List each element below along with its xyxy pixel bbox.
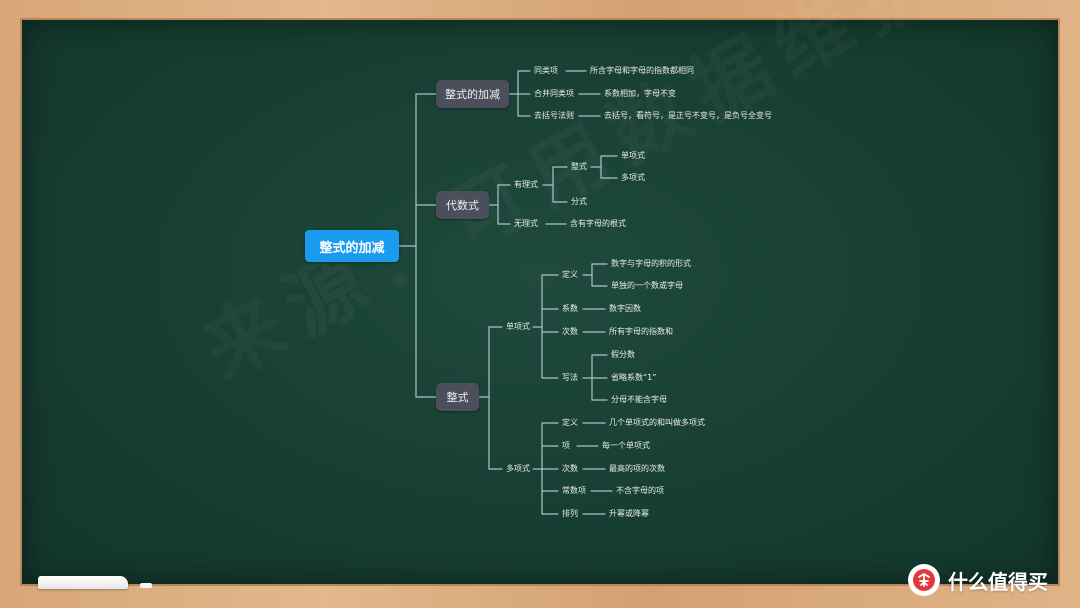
node-dan-dingyi-b[interactable]: 单独的一个数或字母 (611, 281, 683, 290)
chalk-piece (140, 583, 152, 588)
node-duo-dingyi[interactable]: 定义 (562, 418, 578, 427)
node-duo-pailie-desc[interactable]: 升幂或降幂 (609, 509, 649, 518)
node-dan-xishu[interactable]: 系数 (562, 304, 578, 313)
node-duo-xiang[interactable]: 项 (562, 441, 570, 450)
node-dan-xiefa-a[interactable]: 假分数 (611, 350, 635, 359)
node-dan-dingyi-a[interactable]: 数字与字母的积的形式 (611, 259, 691, 268)
node-dan-cishu[interactable]: 次数 (562, 327, 578, 336)
root-node[interactable]: 整式的加减 (305, 230, 399, 262)
branch-jiajian[interactable]: 整式的加减 (436, 80, 509, 108)
node-duoxiangshi[interactable]: 多项式 (506, 464, 530, 473)
node-danxiangshi[interactable]: 单项式 (506, 322, 530, 331)
node-daishu-zhengshi[interactable]: 整式 (571, 162, 587, 171)
brand-watermark: 什么值得买 (908, 563, 1048, 597)
node-duo-xiang-desc[interactable]: 每一个单项式 (602, 441, 650, 450)
node-youlishi[interactable]: 有理式 (514, 180, 538, 189)
node-fenshi[interactable]: 分式 (571, 197, 587, 206)
node-dan-xiefa-c[interactable]: 分母不能含字母 (611, 395, 667, 404)
branch-zhengshi[interactable]: 整式 (436, 383, 479, 411)
node-duo-changshu-desc[interactable]: 不含字母的项 (616, 486, 664, 495)
chalk-eraser (38, 576, 128, 589)
node-tongleixiang-desc[interactable]: 所含字母和字母的指数都相同 (590, 66, 694, 75)
node-daishu-danxiangshi[interactable]: 单项式 (621, 151, 645, 160)
node-duo-cishu[interactable]: 次数 (562, 464, 578, 473)
node-dan-xishu-desc[interactable]: 数字因数 (609, 304, 641, 313)
node-dan-dingyi[interactable]: 定义 (562, 270, 578, 279)
chalkboard (22, 20, 1058, 584)
node-hebing-desc[interactable]: 系数相加，字母不变 (604, 89, 676, 98)
node-dan-cishu-desc[interactable]: 所有字母的指数和 (609, 327, 673, 336)
branch-daishushi[interactable]: 代数式 (436, 191, 489, 219)
brand-logo-icon (908, 564, 940, 596)
node-wulishi[interactable]: 无理式 (514, 219, 538, 228)
node-daishu-duoxiangshi[interactable]: 多项式 (621, 173, 645, 182)
node-wulishi-desc[interactable]: 含有字母的根式 (570, 219, 626, 228)
node-qukuohao-desc[interactable]: 去括号，看符号，是正号不变号，是负号全变号 (604, 111, 772, 120)
node-duo-dingyi-desc[interactable]: 几个单项式的和叫做多项式 (609, 418, 705, 427)
node-dan-xiefa[interactable]: 写法 (562, 373, 578, 382)
node-duo-changshu[interactable]: 常数项 (562, 486, 586, 495)
node-dan-xiefa-b[interactable]: 省略系数“1” (611, 373, 657, 382)
node-duo-pailie[interactable]: 排列 (562, 509, 578, 518)
node-duo-cishu-desc[interactable]: 最高的项的次数 (609, 464, 665, 473)
node-qukuohao[interactable]: 去括号法则 (534, 111, 574, 120)
node-hebing[interactable]: 合并同类项 (534, 89, 574, 98)
brand-text: 什么值得买 (948, 569, 1048, 594)
node-tongleixiang[interactable]: 同类项 (534, 66, 558, 75)
